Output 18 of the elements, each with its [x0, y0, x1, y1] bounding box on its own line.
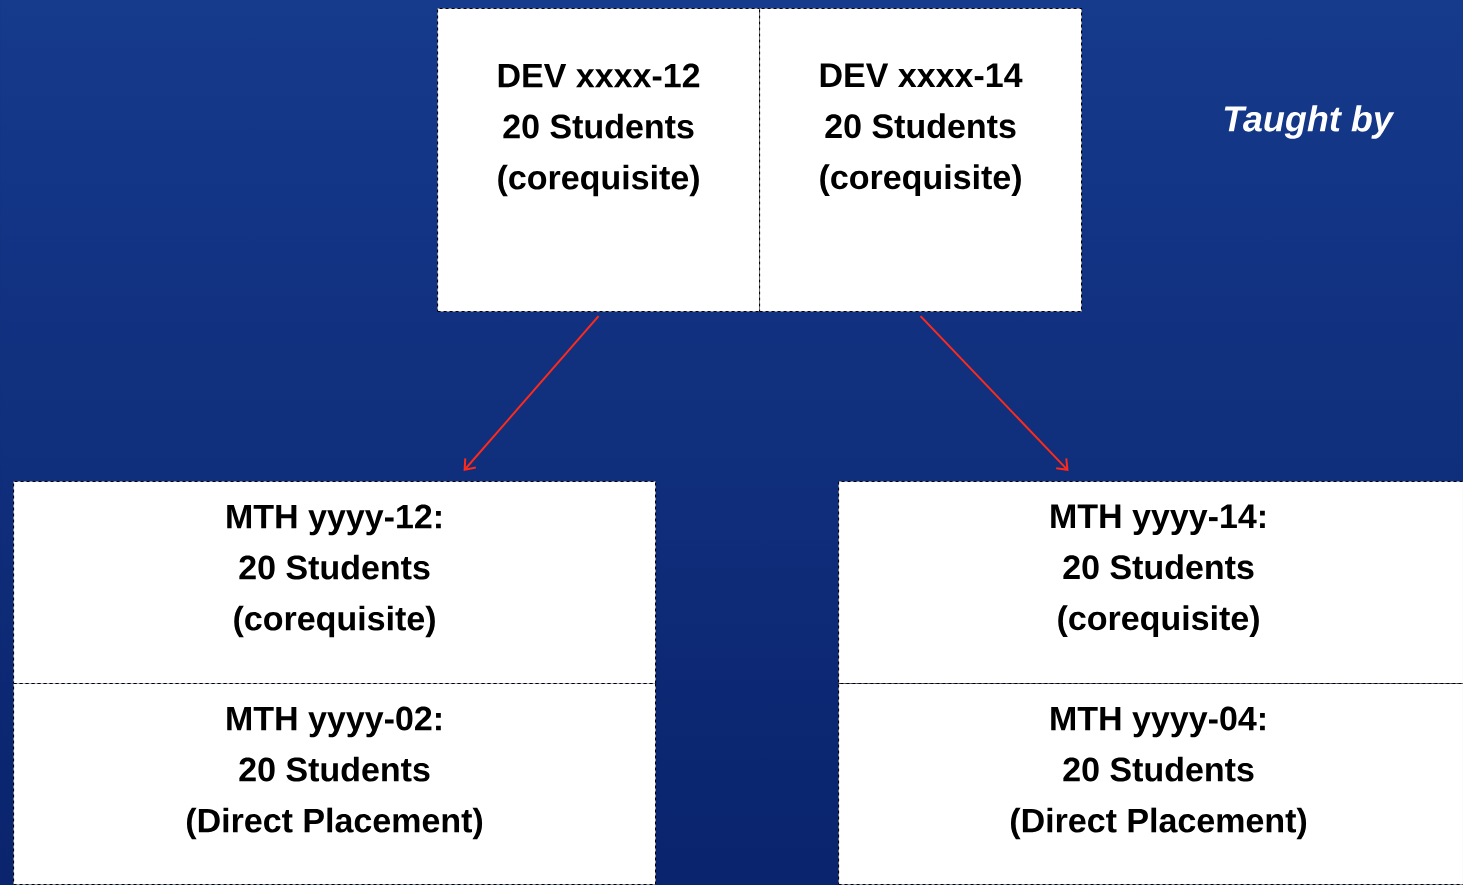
course-box: MTH yyyy-12: 20 Students (corequisite) [13, 481, 657, 685]
node-label: MTH yyyy-04: [1051, 706, 1265, 738]
course-box: DEV xxxx-12 20 Students (corequisite) [437, 8, 761, 313]
node-label: 20 Students [1063, 756, 1254, 782]
node-label: (Direct Placement) [186, 807, 483, 840]
course-box: MTH yyyy-04: 20 Students (Direct Placement) [838, 683, 1463, 885]
arrow [919, 315, 1069, 471]
course-box: DEV xxxx-14 20 Students (corequisite) [759, 8, 1083, 313]
node-label: 20 Students [1063, 554, 1254, 580]
node-label: (Direct Placement) [1010, 807, 1307, 840]
arrow [463, 315, 600, 471]
node-label: MTH yyyy-02: [227, 706, 441, 738]
course-box: MTH yyyy-14: 20 Students (corequisite) [838, 481, 1463, 685]
course-box: MTH yyyy-02: 20 Students (Direct Placement) [13, 683, 657, 885]
node-label: (corequisite) [1058, 605, 1259, 637]
node-label: MTH yyyy-14: [1051, 504, 1265, 535]
slide-heading: Taught by [1224, 105, 1395, 139]
node-label: 20 Students [239, 756, 430, 782]
